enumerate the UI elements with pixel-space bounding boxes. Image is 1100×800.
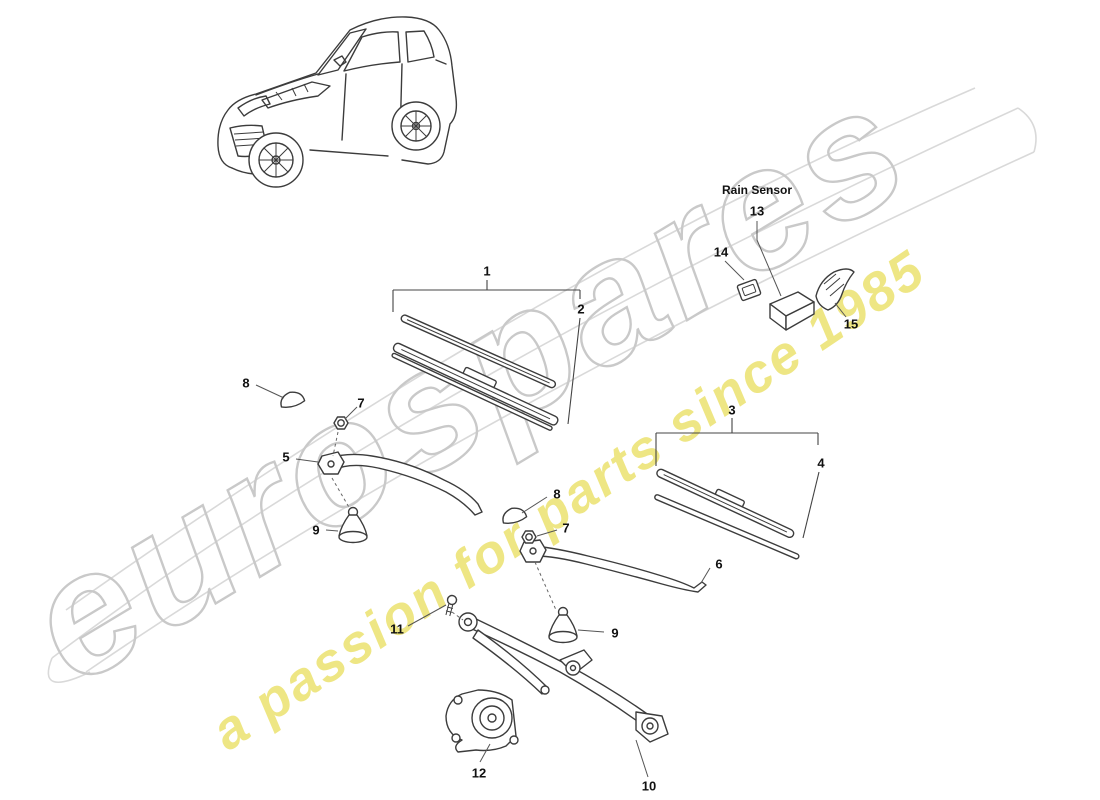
sensor-cover — [815, 268, 855, 311]
wiper-blade — [656, 468, 795, 539]
front-wheel — [248, 132, 304, 188]
wiper-arm-left — [317, 451, 483, 516]
pivot-boot-left — [338, 506, 368, 544]
wiper-blade-assembly-1 — [391, 280, 581, 431]
part-label-11: 11 — [390, 621, 404, 637]
wiper-arm-right — [519, 539, 707, 593]
pivot-nut-right — [521, 530, 537, 544]
refill-strip — [400, 314, 557, 389]
pivot-cap-right — [502, 507, 528, 524]
part-label-7-left: 7 — [357, 395, 365, 411]
part-label-1: 1 — [483, 263, 491, 279]
part-label-8-left: 8 — [242, 375, 250, 391]
part-label-6: 6 — [715, 556, 723, 572]
part-label-10: 10 — [641, 778, 657, 794]
part-label-12: 12 — [471, 765, 487, 781]
part-label-3: 3 — [728, 402, 736, 418]
part-label-9-right: 9 — [611, 625, 619, 641]
wiper-blade — [391, 342, 559, 431]
part-label-7-right: 7 — [562, 520, 570, 536]
rain-sensor-unit — [769, 291, 815, 331]
part-label-9-left: 9 — [312, 522, 320, 538]
bracket-3 — [655, 418, 820, 539]
part-label-8-right: 8 — [553, 486, 561, 502]
bracket-1 — [392, 280, 581, 425]
part-label-5: 5 — [282, 449, 290, 465]
pivot-bolt — [445, 594, 458, 617]
part-label-4: 4 — [817, 455, 825, 471]
rain-sensor-caption: Rain Sensor — [721, 183, 793, 197]
car-illustration — [217, 16, 458, 188]
pivot-boot-right — [548, 606, 578, 644]
wiper-blade-assembly-2 — [654, 418, 820, 560]
sensor-gel-pad — [736, 278, 762, 302]
wiper-linkage — [458, 612, 669, 743]
rear-wheel — [391, 101, 441, 151]
part-label-14: 14 — [713, 244, 729, 260]
part-label-2: 2 — [577, 301, 585, 317]
pivot-nut-left — [333, 416, 349, 430]
wiper-motor — [445, 689, 519, 753]
refill-strip — [654, 494, 800, 560]
pivot-cap-left — [280, 391, 306, 408]
part-label-15: 15 — [843, 316, 859, 332]
part-label-13: 13 — [749, 203, 765, 219]
leader-lines — [255, 221, 847, 778]
